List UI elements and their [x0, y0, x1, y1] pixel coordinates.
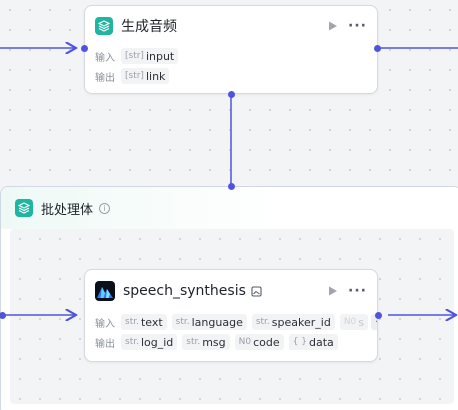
output-param-tag[interactable]: { }data — [288, 334, 338, 350]
node-header: speech_synthesis ··· — [85, 270, 377, 312]
output-port[interactable] — [374, 45, 381, 52]
output-param-tag[interactable]: str.msg — [182, 334, 230, 350]
layers-icon — [15, 199, 33, 217]
generate-audio-node[interactable]: 生成音频 ··· 输入 [str]input 输出 [str]link — [84, 5, 378, 94]
output-param-tag[interactable]: [str]link — [121, 68, 170, 84]
output-port[interactable] — [375, 312, 382, 319]
gallery-icon — [251, 285, 262, 297]
run-icon[interactable] — [328, 286, 338, 296]
node-outputs-row: 输出 [str]link — [85, 66, 377, 86]
layers-icon — [95, 17, 113, 35]
node-title: 生成音频 — [121, 19, 177, 35]
more-params-button[interactable]: ··· — [371, 314, 377, 330]
group-title: 批处理体 — [41, 202, 94, 218]
inputs-label: 输入 — [95, 318, 115, 330]
input-param-tag[interactable]: [str]input — [121, 48, 179, 64]
info-icon[interactable]: i — [99, 202, 111, 214]
group-header: 批处理体 i — [1, 187, 458, 229]
more-options-icon[interactable]: ··· — [348, 283, 367, 299]
node-title: speech_synthesis — [123, 283, 246, 299]
group-left-port[interactable] — [0, 312, 6, 319]
speech-synthesis-node[interactable]: speech_synthesis ··· 输入 str.text str.lan… — [84, 269, 378, 362]
bottom-port[interactable] — [228, 91, 235, 98]
group-top-port[interactable] — [228, 183, 235, 190]
outputs-label: 输出 — [95, 72, 115, 84]
input-param-tag[interactable]: str.text — [121, 314, 167, 330]
node-inputs-row: 输入 [str]input — [85, 46, 377, 66]
node-header: 生成音频 ··· — [85, 6, 377, 46]
input-port[interactable] — [81, 45, 88, 52]
output-param-tag[interactable]: str.log_id — [121, 334, 178, 350]
node-inputs-row: 输入 str.text str.language str.speaker_id … — [85, 312, 377, 332]
outputs-label: 输出 — [95, 338, 115, 350]
input-param-tag[interactable]: str.speaker_id — [251, 314, 335, 330]
run-icon[interactable] — [328, 21, 338, 31]
input-param-tag[interactable]: str.language — [171, 314, 247, 330]
volcano-logo-icon — [95, 281, 115, 301]
inputs-label: 输入 — [95, 52, 115, 64]
more-options-icon[interactable]: ··· — [348, 18, 367, 34]
